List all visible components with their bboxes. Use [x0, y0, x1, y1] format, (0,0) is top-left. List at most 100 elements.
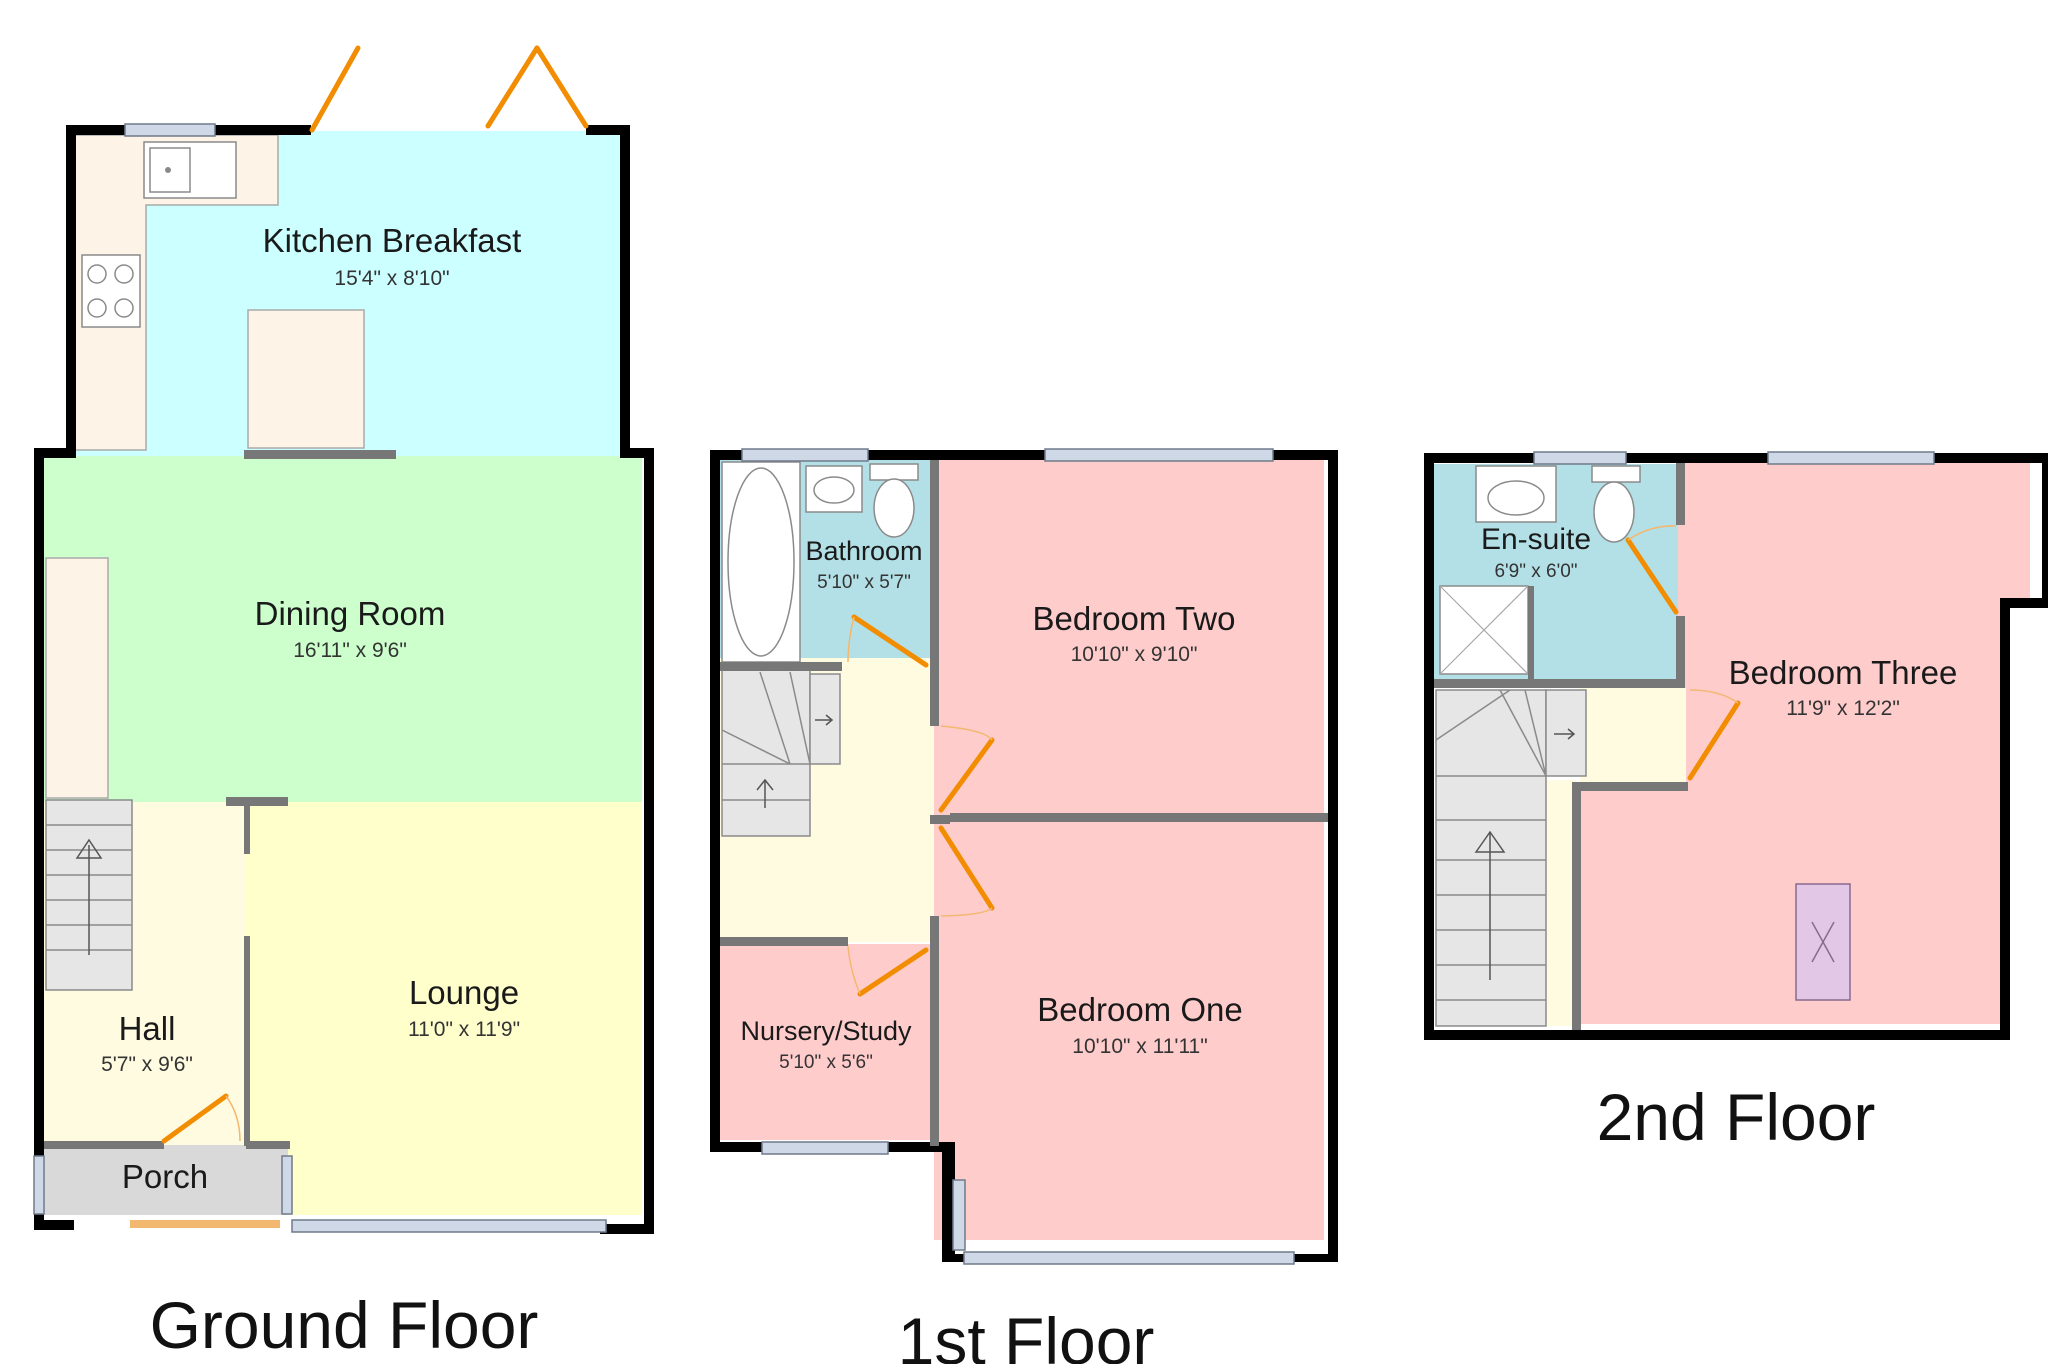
sink-drain [165, 167, 171, 173]
velux-window-icon [1795, 883, 1851, 1001]
wall [930, 916, 939, 1146]
ensuite-window [1533, 451, 1627, 465]
wall [600, 1224, 654, 1234]
porch-window [33, 1155, 45, 1215]
room-name: Nursery/Study [740, 1016, 912, 1046]
shower-tray [1439, 585, 1529, 675]
wall [66, 125, 76, 456]
landing-fill [1544, 780, 1576, 1026]
dining-fill [42, 456, 642, 802]
room-dims: 5'7" x 9'6" [101, 1053, 193, 1076]
wall [1676, 463, 1685, 525]
door-swing [847, 616, 855, 663]
door-swing [225, 1095, 241, 1142]
wall [620, 448, 654, 458]
room-name: Bedroom Three [1729, 654, 1958, 691]
wall [586, 125, 630, 135]
bedroom-three-window [1767, 451, 1935, 465]
nursery-window [761, 1141, 889, 1155]
second-stairs [1435, 689, 1587, 1027]
wall [930, 815, 950, 824]
kitchen-door-right [485, 45, 540, 129]
wall [246, 1141, 290, 1149]
bedroom-one-side-window [952, 1179, 966, 1251]
door-swing [847, 945, 861, 995]
room-dims: 16'11" x 9'6" [293, 639, 407, 662]
bedroom-one-window [963, 1251, 1295, 1265]
second-floor: En-suite 6'9" x 6'0" Bedroom Three 11'9"… [1424, 451, 2048, 1154]
room-name: En-suite [1481, 523, 1591, 556]
bedroom-one-door [938, 825, 995, 911]
wall [644, 448, 654, 1234]
room-name: Bathroom [805, 536, 922, 566]
room-dims: 5'10" x 5'6" [779, 1052, 873, 1073]
bedroom-three-fill [1576, 462, 2030, 1024]
wall [930, 460, 939, 726]
nursery-door [857, 947, 929, 997]
door-swing [940, 907, 993, 917]
sink-bowl [149, 147, 191, 193]
wall [1572, 782, 1581, 1030]
wall [226, 797, 288, 806]
wall [244, 936, 250, 1146]
wall [1572, 782, 1688, 791]
first-floor: Bathroom 5'10" x 5'7" Bedroom Two 10'10"… [710, 448, 1338, 1364]
ground-stairs [45, 799, 133, 991]
wall [1434, 679, 1684, 688]
basin-bowl [813, 476, 855, 504]
room-dims: 11'9" x 12'2" [1786, 697, 1900, 720]
room-dims: 10'10" x 9'10" [1071, 643, 1198, 666]
first-stairs [721, 669, 841, 837]
bathroom-door [851, 614, 929, 668]
hob-icon [81, 254, 141, 328]
toilet-bowl [873, 478, 915, 538]
porch-window [281, 1155, 293, 1215]
door-swing [940, 725, 993, 741]
bedroom-two-door [938, 737, 995, 813]
room-dims: 5'10" x 5'7" [817, 572, 911, 593]
door-swing [1689, 689, 1739, 704]
wall [720, 937, 848, 946]
bathtub-basin [727, 467, 795, 657]
bedroom-three-door [1687, 700, 1741, 781]
door-swing [1627, 525, 1677, 541]
room-dims: 10'10" x 11'11" [1072, 1035, 1207, 1058]
landing-fill [1580, 688, 1686, 784]
room-dims: 15'4" x 8'10" [334, 267, 449, 290]
wall [950, 813, 1328, 822]
wall [620, 125, 630, 456]
floor-title: 2nd Floor [1597, 1080, 1876, 1154]
wall [1676, 616, 1685, 688]
wall [942, 1142, 955, 1262]
ensuite-door [1625, 537, 1679, 615]
wall [34, 448, 44, 1228]
room-name: Dining Room [255, 595, 446, 632]
front-door [130, 1220, 280, 1228]
toilet-cistern [1591, 465, 1641, 483]
room-dims: 11'0" x 11'9" [408, 1018, 520, 1041]
floor-title: Ground Floor [150, 1288, 539, 1362]
room-dims: 6'9" x 6'0" [1494, 561, 1577, 582]
nursery-fill [718, 944, 934, 1140]
breakfast-bar [247, 309, 365, 449]
basin-bowl [1487, 480, 1545, 516]
toilet-bowl [1593, 481, 1635, 543]
room-name: Kitchen Breakfast [263, 222, 522, 259]
wall [1528, 586, 1534, 682]
ground-floor: Kitchen Breakfast 15'4" x 8'10" Dining R… [33, 45, 654, 1362]
room-name: Porch [122, 1158, 208, 1195]
room-name: Bedroom One [1037, 991, 1242, 1028]
room-name: Hall [119, 1010, 176, 1047]
porch-door [161, 1093, 229, 1144]
bathroom-window [741, 448, 869, 462]
room-name: Lounge [409, 974, 519, 1011]
kitchen-door-left [309, 45, 361, 133]
lounge-window [291, 1219, 607, 1233]
kitchen-window [124, 123, 216, 137]
bedroom-two-window [1044, 448, 1274, 462]
wall [720, 662, 842, 671]
wall [34, 1220, 74, 1230]
wall [44, 1141, 164, 1149]
floor-title: 1st Floor [898, 1304, 1155, 1364]
